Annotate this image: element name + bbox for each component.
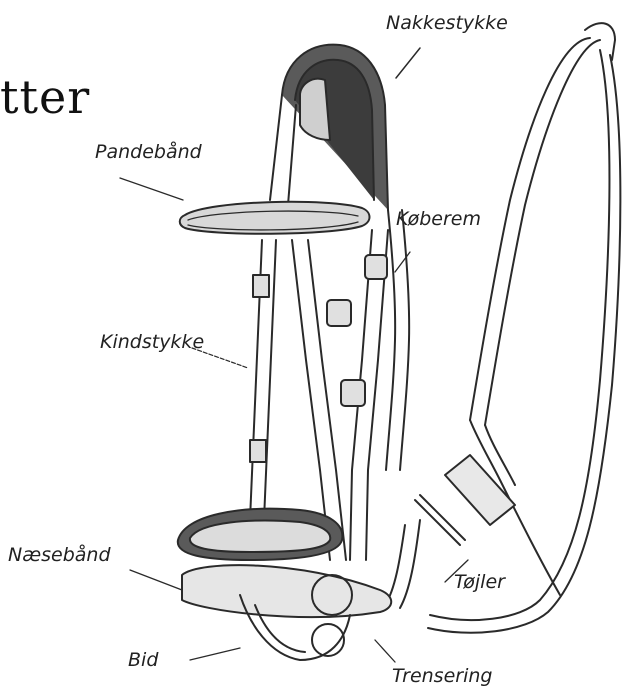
label-trensering: Trensering [392, 665, 492, 687]
label-bid: Bid [128, 649, 158, 671]
label-tojler: Tøjler [454, 571, 505, 593]
throatlatch-illustration [386, 210, 410, 470]
label-kindstykke: Kindstykke [100, 331, 204, 353]
label-pandebaand: Pandebånd [95, 141, 202, 163]
crownpiece-illustration [270, 45, 420, 210]
reins-illustration [385, 23, 620, 633]
page-title-fragment: tter [0, 70, 90, 124]
browband-illustration [120, 178, 370, 234]
label-koberem: Køberem [396, 208, 481, 230]
label-naesebaand: Næsebånd [8, 544, 111, 566]
label-nakkestykke: Nakkestykke [386, 12, 508, 34]
